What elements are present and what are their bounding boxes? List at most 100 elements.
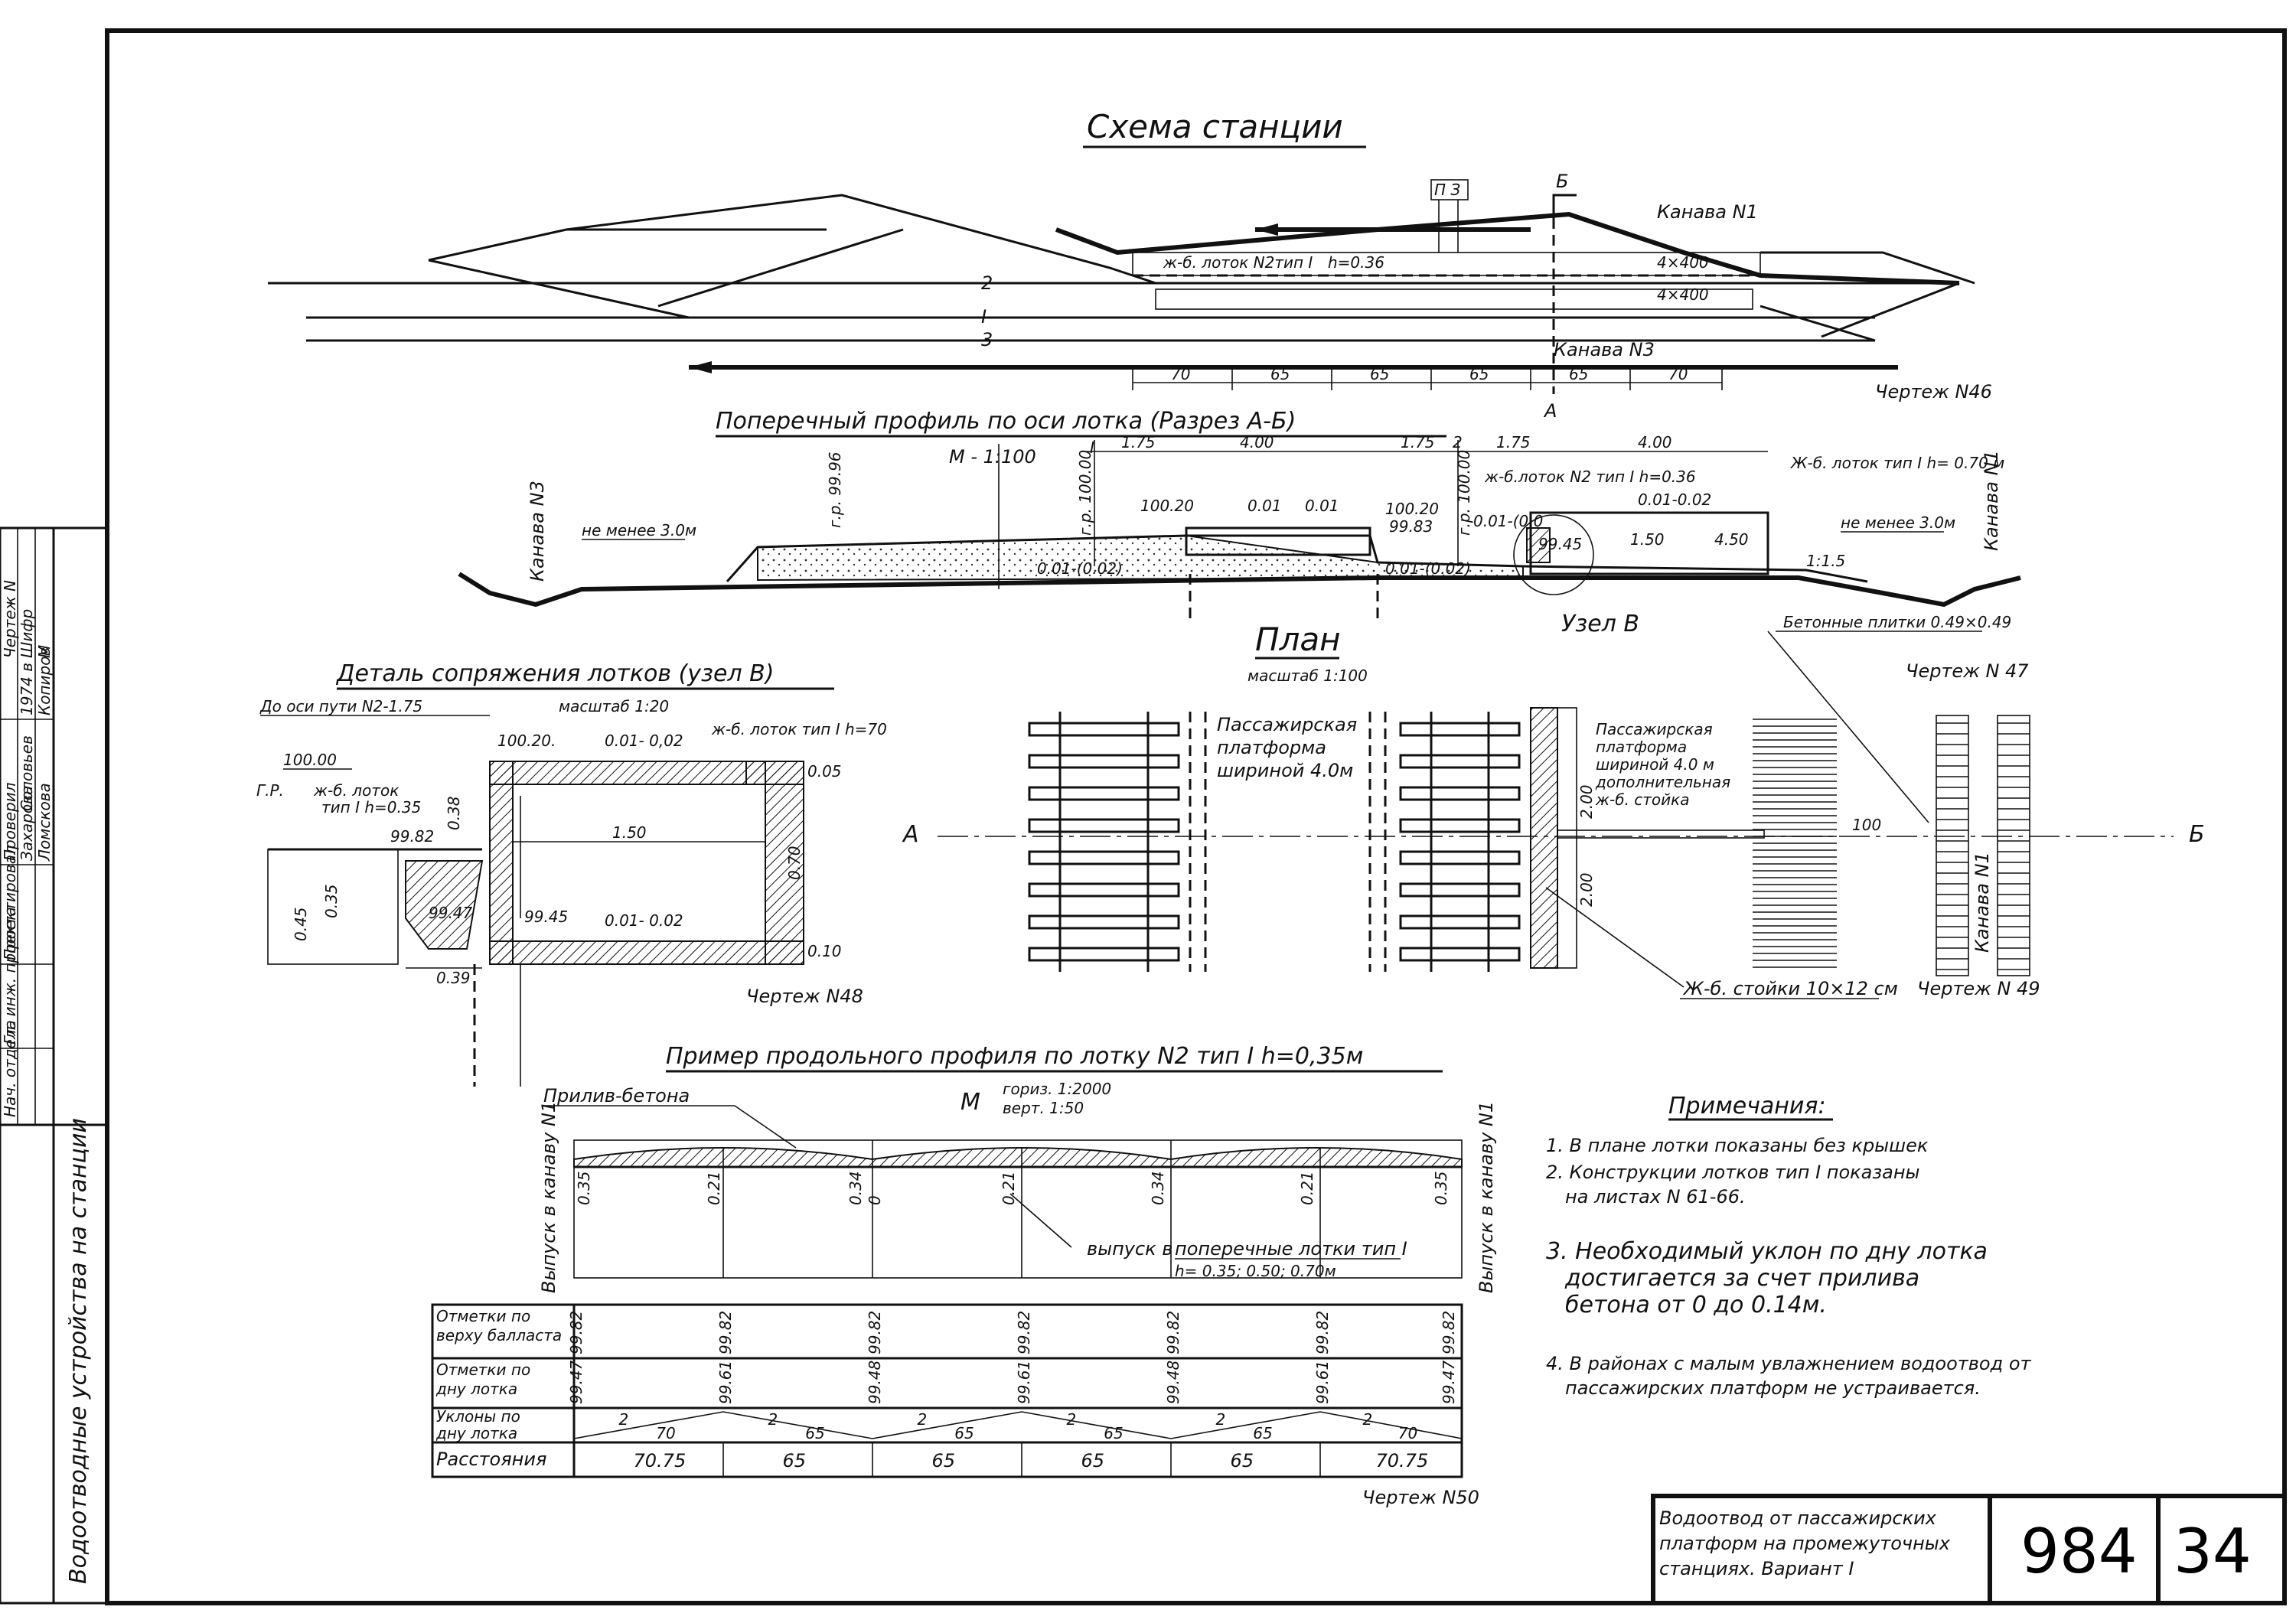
distance-value: 70.75: [634, 1450, 687, 1471]
title-stamp: Водоотвод от пассажирских платформ на пр…: [1651, 1494, 2287, 1605]
detail-e10020: 100.20.: [497, 732, 556, 750]
cross-lotok2: ж-б.лоток N2 тип I h=0.36: [1484, 468, 1696, 486]
stamp-num-1: 984: [2020, 1516, 2138, 1587]
detail-lotok-small: ж-б. лоток: [313, 781, 399, 800]
sec-b: Б: [1556, 171, 1568, 192]
detail-e9947: 99.47: [429, 904, 473, 922]
drawing-48: Чертеж N48: [746, 986, 863, 1007]
detail-e9945: 99.45: [524, 908, 568, 926]
sleeper: [1399, 818, 1521, 833]
side-stamp: Нач. отдела Гл. инж. проекта Проектирова…: [0, 526, 109, 1605]
detail-lotok-big: ж-б. лоток тип I h=70: [711, 720, 887, 738]
bottom-mark: 99.48: [866, 1361, 884, 1404]
plan-left-2: платформа: [1217, 737, 1326, 758]
stamp-title-3: станциях. Вариант I: [1659, 1558, 1854, 1579]
slope-value: 2: [1216, 1410, 1226, 1429]
row-label-2a: Отметки по: [436, 1361, 530, 1379]
side-head-2: Шифр: [18, 609, 36, 658]
scheme-track-2: 2: [981, 272, 993, 294]
bottom-mark: 99.47: [1440, 1360, 1458, 1404]
bottom-mark: 99.61: [1313, 1361, 1332, 1404]
scheme-h-label: h=0.36: [1328, 253, 1384, 272]
row-label-3a: Уклоны по: [436, 1407, 520, 1426]
slope-value: 2: [768, 1410, 778, 1429]
cross-not-less-right: не менее 3.0м: [1841, 513, 1955, 532]
long-priliv: Прилив-бетона: [543, 1085, 690, 1106]
depth-label: 0.35: [1432, 1171, 1450, 1205]
cross-e9983: 99.83: [1389, 517, 1433, 536]
slope-length: 65: [1104, 1424, 1123, 1442]
long-vypusk-mid: выпуск в: [1087, 1238, 1172, 1260]
scheme-dim-4: 65: [1469, 365, 1489, 383]
slope-line: [573, 1411, 724, 1439]
distance-value: 70.75: [1376, 1450, 1429, 1471]
note-3b: достигается за счет прилива: [1564, 1265, 1919, 1292]
top-mark: 99.82: [567, 1311, 585, 1354]
station-scheme: Схема станции П З ж-б. лоток N2тип I h=0…: [268, 108, 1992, 422]
sleeper: [1028, 722, 1180, 737]
uzel-v: Узел В: [1561, 611, 1639, 637]
slope-length: 65: [805, 1424, 824, 1442]
slope-value: 2: [619, 1410, 629, 1429]
bottom-mark: 99.61: [1015, 1361, 1033, 1404]
title-detail: Деталь сопряжения лотков (узел В): [335, 660, 774, 687]
depth-label: 0: [866, 1195, 884, 1205]
plan-d100: 100: [1852, 816, 1881, 834]
detail-d150: 1.50: [612, 823, 647, 842]
scheme-lotok-label: ж-б. лоток N2тип I: [1163, 253, 1313, 272]
cross-d9945: 99.45: [1538, 535, 1582, 553]
slope-length: 70: [656, 1424, 675, 1442]
plan-right-4: дополнительная: [1595, 773, 1730, 791]
row-label-1b: верху балласта: [436, 1326, 562, 1344]
sleeper: [1399, 850, 1521, 865]
sleeper: [1399, 786, 1521, 801]
detail-e9982: 99.82: [390, 827, 434, 846]
side-head-4: М: [35, 645, 54, 658]
cross-dim-5: 4.00: [1638, 433, 1672, 451]
scheme-dim-1: 70: [1171, 365, 1190, 383]
stamp-num-2: 34: [2174, 1516, 2252, 1587]
cross-s0010a: 0.01-(0.02): [1037, 559, 1123, 578]
cross-s001002: 0.01-0.02: [1638, 490, 1711, 509]
cross-e10020a: 100.20: [1140, 497, 1194, 515]
scheme-kanava3: Канава N3: [1554, 339, 1655, 360]
detail-lotok-small2: тип I h=0.35: [321, 798, 421, 816]
cross-dim-4: 1.75: [1496, 433, 1531, 451]
note-1: 1. В плане лотки показаны без крышек: [1546, 1135, 1929, 1156]
note-2b: на листах N 61-66.: [1565, 1186, 1746, 1207]
cross-gr1: г.р. 99.96: [826, 451, 844, 528]
cross-dim-1: 1.75: [1121, 433, 1156, 451]
detail-e100: 100.00: [283, 751, 337, 769]
top-mark: 99.82: [866, 1311, 884, 1354]
sleeper: [1028, 850, 1180, 865]
top-mark: 99.82: [1440, 1311, 1458, 1354]
scheme-dim-5: 65: [1569, 365, 1588, 383]
depth-label: 0.34: [1149, 1171, 1167, 1205]
slope-value: 2: [918, 1410, 928, 1429]
long-profile: Пример продольного профиля по лотку N2 т…: [431, 1043, 1497, 1508]
slope-length: 65: [1253, 1424, 1272, 1442]
depth-label: 0.34: [846, 1171, 865, 1205]
row-label-1a: Отметки по: [436, 1307, 530, 1325]
slope-value: 2: [1363, 1410, 1373, 1429]
drawing-50: Чертеж N50: [1362, 1487, 1479, 1508]
long-vypusk-left: Выпуск в канаву N1: [538, 1101, 559, 1293]
pz-label: П З: [1434, 181, 1460, 199]
scheme-dim-6: 70: [1668, 365, 1688, 383]
sleeper: [1028, 818, 1180, 833]
row-label-2b: дну лотка: [435, 1380, 517, 1398]
depth-label: 0.21: [705, 1171, 723, 1205]
drawing-47: Чертеж N 47: [1906, 660, 2029, 682]
side-head-3: 1974 в: [18, 663, 36, 715]
distance-value: 65: [932, 1450, 956, 1471]
side-col-title: Водоотводные устройства на станции: [65, 1118, 92, 1584]
cross-d150: 1.50: [1630, 530, 1665, 549]
detail-gr: Г.Р.: [256, 781, 284, 800]
plan-sec-b: Б: [2189, 821, 2205, 848]
long-cross-lotki: поперечные лотки тип I: [1175, 1238, 1407, 1260]
slope-value: 2: [1067, 1410, 1077, 1429]
notes-title: Примечания:: [1668, 1093, 1826, 1119]
side-role-4: Проверил: [1, 782, 19, 861]
plan-right-3: шириной 4.0 м: [1596, 755, 1714, 774]
sleeper: [1399, 754, 1521, 769]
